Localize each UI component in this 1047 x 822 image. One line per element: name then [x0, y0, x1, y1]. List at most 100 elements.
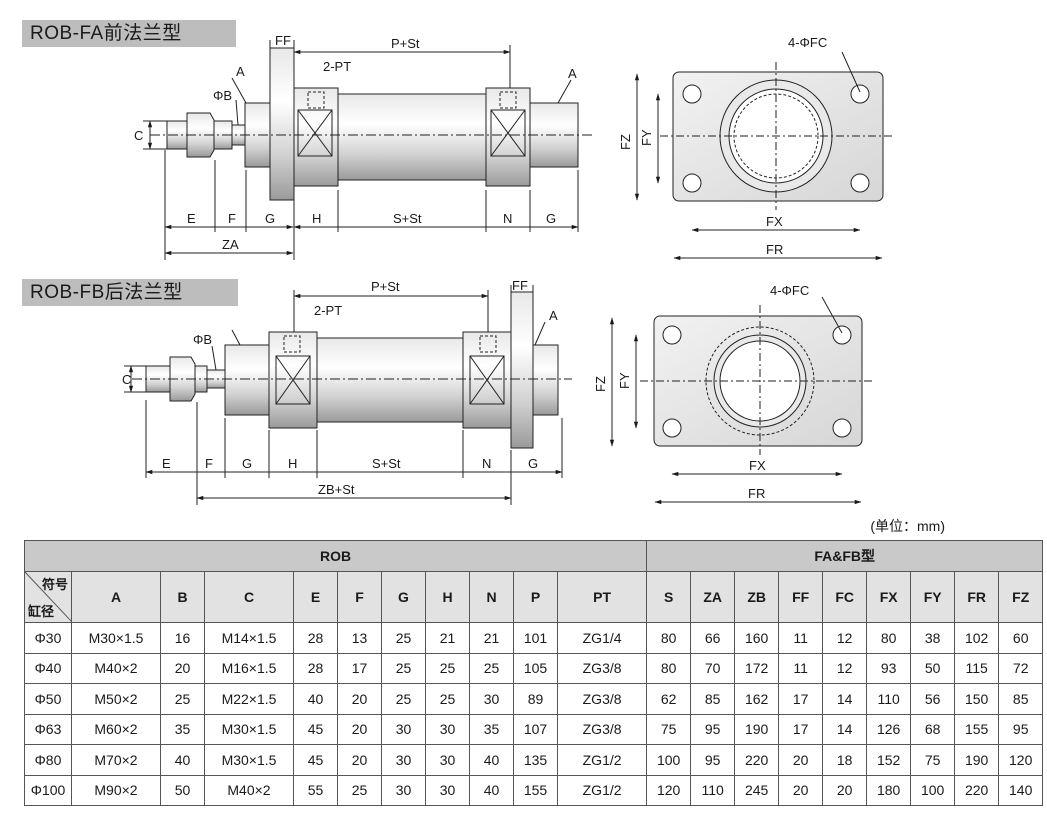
table-cell: 140: [998, 774, 1044, 806]
fb-label-fy: FY: [617, 372, 632, 389]
fb-label-fx: FX: [749, 458, 766, 473]
table-column-header: P: [513, 571, 558, 623]
table-cell: Φ50: [24, 683, 72, 715]
fb-label-f: F: [205, 456, 213, 471]
table-cell: 40: [293, 683, 338, 715]
table-cell: 110: [866, 683, 912, 715]
table-column-header: FX: [866, 571, 912, 623]
table-cell: 75: [910, 744, 956, 776]
table-cell: Φ63: [24, 713, 72, 745]
table-column-header: FR: [954, 571, 1000, 623]
table-cell: 45: [293, 744, 338, 776]
fa-label-a-left: A: [236, 64, 245, 79]
table-cell: 25: [381, 683, 426, 715]
table-cell: 45: [293, 713, 338, 745]
table-cell: 14: [822, 713, 868, 745]
table-cell: 105: [513, 652, 558, 684]
table-cell: M40×2: [71, 652, 161, 684]
table-cell: 35: [469, 713, 514, 745]
table-cell: 21: [469, 622, 514, 654]
table-cell: M50×2: [71, 683, 161, 715]
table-column-header: F: [337, 571, 382, 623]
fb-label-n: N: [482, 456, 491, 471]
fb-label-fc: 4-ΦFC: [770, 283, 809, 298]
table-cell: 50: [910, 652, 956, 684]
table-column-header: FY: [910, 571, 956, 623]
fa-side-view: [143, 40, 592, 260]
fa-label-e: E: [187, 211, 196, 226]
table-cell: 245: [734, 774, 780, 806]
table-cell: 220: [734, 744, 780, 776]
table-cell: 25: [425, 683, 470, 715]
table-cell: 160: [734, 622, 780, 654]
table-cell: M90×2: [71, 774, 161, 806]
section-title-fb: ROB-FB后法兰型: [22, 279, 238, 306]
table-column-header: A: [71, 571, 161, 623]
table-cell: 135: [513, 744, 558, 776]
table-cell: 120: [998, 744, 1044, 776]
table-cell: 17: [778, 713, 824, 745]
table-corner-header: 符号 缸径: [24, 571, 72, 623]
unit-note: (单位：mm): [870, 518, 945, 534]
table-cell: 85: [998, 683, 1044, 715]
table-cell: 17: [337, 652, 382, 684]
table-cell: 40: [469, 744, 514, 776]
table-cell: 20: [160, 652, 205, 684]
table-cell: 80: [646, 622, 692, 654]
fb-side-labels: FF P+St 2-PT A ΦB C E F G H S+St N G ZB+…: [122, 278, 558, 497]
table-cell: M30×1.5: [204, 744, 294, 776]
fa-label-fc: 4-ΦFC: [788, 35, 827, 50]
fb-label-h: H: [288, 456, 297, 471]
table-cell: 89: [513, 683, 558, 715]
fa-label-fy: FY: [639, 129, 654, 146]
table-column-header: B: [160, 571, 205, 623]
table-cell: Φ40: [24, 652, 72, 684]
table-cell: ZG3/8: [556, 713, 648, 745]
table-cell: 16: [160, 622, 205, 654]
table-cell: 95: [690, 744, 736, 776]
table-column-header: PT: [556, 571, 648, 623]
table-cell: 17: [778, 683, 824, 715]
table-cell: 30: [381, 744, 426, 776]
table-cell: 85: [690, 683, 736, 715]
table-cell: 20: [337, 683, 382, 715]
fa-label-fx: FX: [766, 214, 783, 229]
fa-label-h: H: [312, 211, 321, 226]
table-cell: 28: [293, 652, 338, 684]
table-column-header: FC: [822, 571, 868, 623]
table-column-header: E: [293, 571, 338, 623]
table-cell: M40×2: [204, 774, 294, 806]
table-cell: 30: [381, 713, 426, 745]
table-cell: ZG1/2: [556, 774, 648, 806]
table-group-rob: ROB: [23, 540, 648, 572]
fa-label-phi-b: ΦB: [213, 88, 232, 103]
table-cell: 30: [425, 713, 470, 745]
table-cell: 115: [954, 652, 1000, 684]
fb-label-p-st: P+St: [371, 279, 400, 294]
fb-label-pt: 2-PT: [314, 303, 342, 318]
table-cell: M14×1.5: [204, 622, 294, 654]
table-cell: M30×1.5: [71, 622, 161, 654]
table-column-header: FZ: [998, 571, 1044, 623]
fb-label-g2: G: [528, 456, 538, 471]
table-cell: 152: [866, 744, 912, 776]
table-cell: M22×1.5: [204, 683, 294, 715]
table-cell: 18: [822, 744, 868, 776]
fa-label-c: C: [134, 128, 143, 143]
table-column-header: S: [646, 571, 692, 623]
fa-label-a-right: A: [568, 66, 577, 81]
table-cell: ZG1/4: [556, 622, 648, 654]
table-cell: 150: [954, 683, 1000, 715]
fb-label-phi-b: ΦB: [193, 332, 212, 347]
table-cell: 21: [425, 622, 470, 654]
table-cell: ZG3/8: [556, 683, 648, 715]
table-column-header: N: [469, 571, 514, 623]
fa-label-f: F: [228, 211, 236, 226]
table-cell: ZG1/2: [556, 744, 648, 776]
table-cell: 30: [381, 774, 426, 806]
table-cell: M30×1.5: [204, 713, 294, 745]
